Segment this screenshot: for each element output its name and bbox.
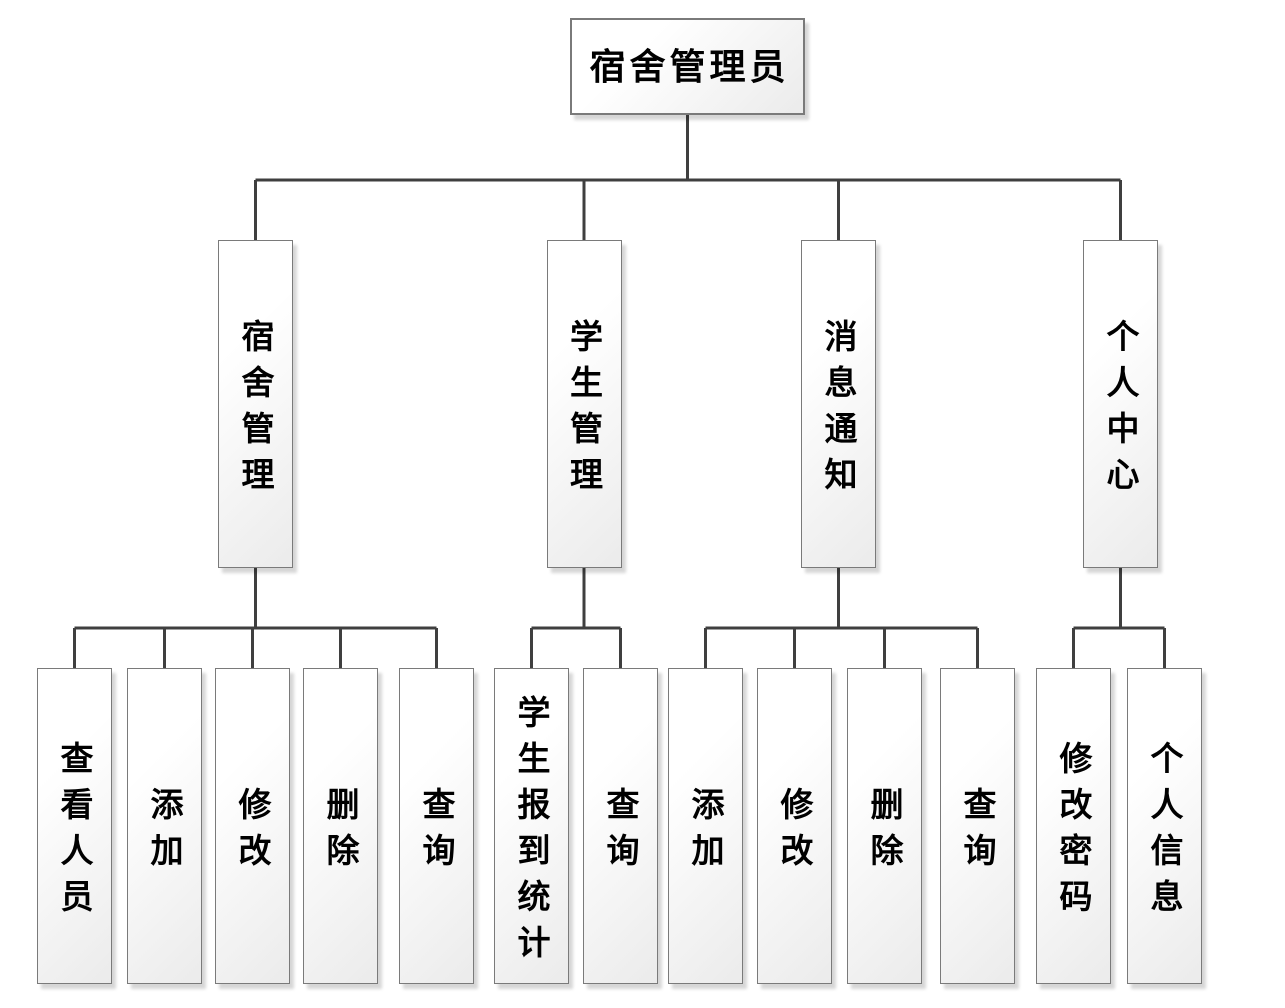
node-change-password-label: 修改密码 bbox=[1055, 740, 1092, 925]
node-msg-add-label: 添加 bbox=[687, 786, 724, 879]
node-student-query: 查询 bbox=[583, 668, 658, 984]
node-dorm-modify: 修改 bbox=[215, 668, 290, 984]
node-dorm-modify-label: 修改 bbox=[234, 786, 271, 879]
node-personal-info-label: 个人信息 bbox=[1146, 740, 1183, 925]
node-personal-center-label: 个人中心 bbox=[1102, 318, 1139, 503]
connector-student-management-children bbox=[530, 568, 622, 668]
node-personal-info: 个人信息 bbox=[1127, 668, 1202, 984]
node-dorm-add: 添加 bbox=[127, 668, 202, 984]
connector-personal-center-children bbox=[1072, 568, 1166, 668]
node-dorm-management: 宿舍管理 bbox=[218, 240, 293, 568]
node-msg-query-label: 查询 bbox=[959, 786, 996, 879]
node-msg-delete: 删除 bbox=[847, 668, 922, 984]
connector-message-notification-children bbox=[704, 568, 979, 668]
node-student-registration-stats-label: 学生报到统计 bbox=[513, 694, 550, 971]
node-dorm-query: 查询 bbox=[399, 668, 474, 984]
node-change-password: 修改密码 bbox=[1036, 668, 1111, 984]
node-student-management-label: 学生管理 bbox=[565, 318, 603, 503]
node-student-query-label: 查询 bbox=[602, 786, 639, 879]
node-msg-add: 添加 bbox=[668, 668, 743, 984]
node-dorm-query-label: 查询 bbox=[418, 786, 455, 879]
connector-root-to-branches bbox=[254, 115, 1122, 240]
node-student-registration-stats: 学生报到统计 bbox=[494, 668, 569, 984]
node-student-management: 学生管理 bbox=[546, 240, 622, 568]
node-personal-center: 个人中心 bbox=[1083, 240, 1158, 568]
node-message-notification-label: 消息通知 bbox=[820, 318, 857, 503]
node-msg-query: 查询 bbox=[940, 668, 1015, 984]
node-msg-modify-label: 修改 bbox=[776, 786, 813, 879]
node-dorm-admin: 宿舍管理员 bbox=[570, 18, 805, 115]
node-msg-modify: 修改 bbox=[757, 668, 832, 984]
node-dorm-add-label: 添加 bbox=[146, 786, 183, 879]
node-dorm-view-personnel-label: 查看人员 bbox=[56, 740, 93, 925]
connector-dorm-management-children bbox=[73, 568, 438, 668]
node-msg-delete-label: 删除 bbox=[866, 786, 903, 879]
node-dorm-delete-label: 删除 bbox=[322, 786, 359, 879]
node-dorm-view-personnel: 查看人员 bbox=[37, 668, 112, 984]
node-dorm-admin-label: 宿舍管理员 bbox=[589, 45, 790, 87]
node-dorm-management-label: 宿舍管理 bbox=[237, 318, 274, 503]
node-message-notification: 消息通知 bbox=[801, 240, 876, 568]
node-dorm-delete: 删除 bbox=[303, 668, 378, 984]
